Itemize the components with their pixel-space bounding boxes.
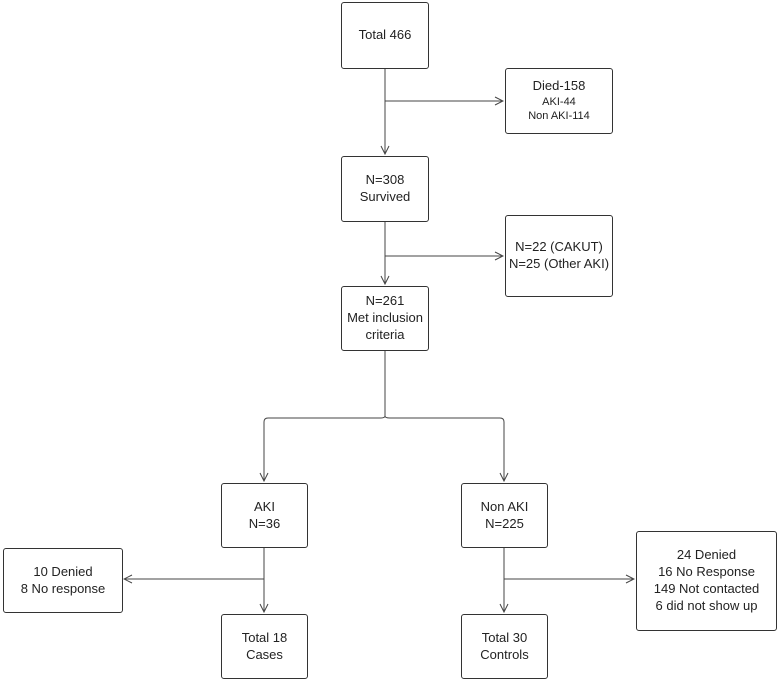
total-line-1: Total 466 — [358, 27, 412, 43]
controls-line-1: Total 30 — [481, 629, 528, 645]
non-aki-box: Non AKI N=225 — [461, 483, 548, 548]
aki-dropout-line-2: 8 No response — [20, 580, 106, 596]
inclusion-box: N=261 Met inclusion criteria — [341, 286, 429, 351]
cases-line-1: Total 18 — [241, 629, 288, 645]
controls-box: Total 30 Controls — [461, 614, 548, 679]
total-box: Total 466 — [341, 2, 429, 69]
split-curve-left — [264, 415, 386, 481]
survived-line-2: Survived — [359, 189, 411, 204]
non-aki-dropout-line-4: 6 did not show up — [655, 597, 758, 613]
aki-line-2: N=36 — [248, 515, 281, 531]
survived-box: N=308 Survived — [341, 156, 429, 222]
non-aki-dropout-line-2: 16 No Response — [658, 564, 755, 580]
excluded-box: N=22 (CAKUT) N=25 (Other AKI) — [505, 215, 613, 297]
inclusion-line-3: criteria — [365, 326, 405, 342]
aki-dropout-line-1: 10 Denied — [33, 563, 93, 579]
died-box: Died-158 AKI-44 Non AKI-114 — [505, 68, 613, 134]
cases-line-2: Cases — [246, 646, 283, 662]
excluded-line-2: N=25 (Other AKI) — [508, 256, 610, 271]
died-line-1: Died-158 — [532, 78, 586, 94]
excluded-line-1: N=22 (CAKUT) — [515, 239, 603, 255]
died-line-2: AKI-44 — [542, 96, 576, 109]
survived-line-1: N=308 — [365, 172, 405, 188]
non-aki-line-2: N=225 — [485, 515, 524, 531]
non-aki-dropout-box: 24 Denied 16 No Response 149 Not contact… — [636, 531, 777, 631]
died-line-3: Non AKI-114 — [528, 110, 590, 123]
aki-dropout-box: 10 Denied 8 No response — [3, 548, 123, 613]
non-aki-dropout-line-3: 149 Not contacted — [653, 581, 760, 596]
inclusion-line-2: Met inclusion — [347, 310, 423, 326]
aki-box: AKI N=36 — [221, 483, 308, 548]
controls-line-2: Controls — [480, 646, 529, 662]
aki-line-1: AKI — [254, 498, 275, 514]
inclusion-line-1: N=261 — [365, 293, 405, 309]
non-aki-dropout-line-1: 24 Denied — [676, 547, 737, 563]
non-aki-line-1: Non AKI — [480, 498, 529, 514]
split-curve-right — [384, 415, 504, 481]
cases-box: Total 18 Cases — [221, 614, 308, 679]
